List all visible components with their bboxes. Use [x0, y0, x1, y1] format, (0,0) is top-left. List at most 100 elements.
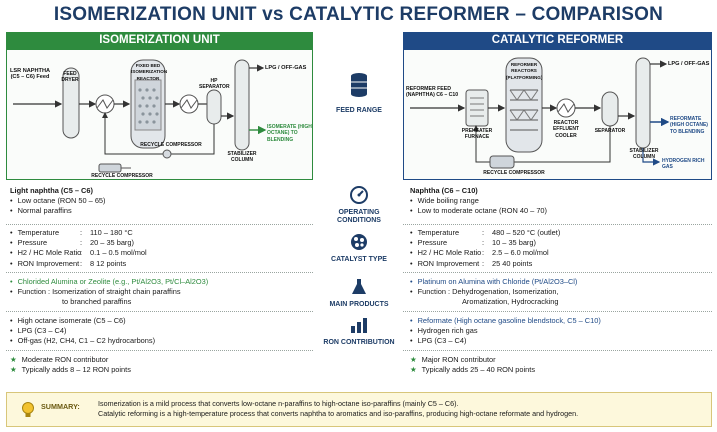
iso-catalyst-line: Chlorided Alumina or Zeolite (e.g., Pt/A… — [10, 277, 310, 287]
iso-cond-key: Pressure — [10, 238, 80, 248]
iso-recycle-loop — [102, 112, 215, 155]
iso-feed-section: Light naphtha (C5 – C6) Low octane (RON … — [10, 186, 310, 217]
ref-cond-key: H2 / HC Mole Ratio — [410, 248, 482, 258]
iso-product-item: Off-gas (H2, CH4, C1 – C2 hydrocarbons) — [10, 336, 310, 346]
ref-feed-head: Naphtha (C6 – C10) — [410, 186, 478, 195]
barrel-icon — [351, 73, 367, 97]
ron-contribution-label: RON CONTRIBUTION — [323, 339, 395, 346]
ref-cond-value: 2.5 – 6.0 mol/mol — [492, 248, 549, 258]
catalyst-icon — [351, 234, 367, 250]
iso-catalyst-section: Chlorided Alumina or Zeolite (e.g., Pt/A… — [10, 277, 310, 308]
ref-column-label: STABILIZER COLUMN — [629, 148, 659, 161]
summary-text: Isomerization is a mild process that con… — [98, 399, 578, 418]
ref-ron-item: Typically adds 25 – 40 RON points — [410, 365, 710, 375]
ref-cond-key: RON Improvement — [410, 259, 482, 269]
iso-cond-value: 110 – 180 °C — [90, 228, 133, 237]
ref-reactor-vessel — [505, 57, 543, 153]
iso-ron-item: Typically adds 8 – 12 RON points — [10, 365, 310, 375]
iso-hp-separator-vessel — [206, 89, 222, 125]
iso-recycle-label-upper: RECYCLE COMPRESSOR — [140, 142, 202, 148]
iso-panel-header: ISOMERIZATION UNIT — [6, 32, 313, 49]
ref-furnace-icon — [465, 89, 489, 127]
ref-stabilizer-column — [635, 57, 651, 149]
page-title: ISOMERIZATION UNIT vs CATALYTIC REFORMER… — [53, 4, 664, 25]
ref-flow-svg — [410, 57, 670, 169]
ref-cond-key: Temperature — [410, 228, 482, 238]
ref-product-label: REFORMATE (HIGH OCTANE) TO BLENDING — [670, 116, 708, 135]
ref-furnace-label: PREHEATER FURNACE — [461, 128, 493, 141]
ref-h2-label: HYDROGEN RICH GAS — [662, 158, 705, 171]
ref-cond-value: 10 – 35 barg) — [492, 238, 536, 248]
feed-range-category: FEED RANGE — [318, 72, 400, 115]
ref-recycle-loop — [473, 125, 611, 163]
iso-dryer-label: FEED DRYER — [61, 71, 79, 84]
summary-line: Isomerization is a mild process that con… — [98, 399, 459, 408]
iso-feed-bullet: Low octane (RON 50 – 65) — [10, 196, 310, 206]
iso-cond-value: 20 – 35 barg) — [90, 238, 134, 248]
iso-process-diagram: LSR NAPHTHA (C5 – C6) Feed FEED DRYER FI… — [6, 49, 313, 180]
iso-product-item: LPG (C3 – C4) — [10, 326, 310, 336]
ref-ron-item: Major RON contributor — [410, 355, 710, 365]
ref-separator-label: SEPARATOR — [594, 128, 626, 134]
ref-recycle-compressor-icon — [489, 155, 515, 169]
feed-range-label: FEED RANGE — [336, 107, 382, 114]
iso-product-label: ISOMERATE (HIGH OCTANE) TO BLENDING — [267, 124, 312, 143]
ref-feed-bullet: Wide boiling range — [410, 196, 710, 206]
iso-product-item: High octane isomerate (C5 – C6) — [10, 316, 310, 326]
main-products-category: MAIN PRODUCTS — [318, 278, 400, 309]
summary-box: SUMMARY: Isomerization is a mild process… — [6, 392, 712, 427]
iso-feed-bullet: Normal paraffins — [10, 206, 310, 216]
ref-catalyst-function: Function : Dehydrogenation, Isomerizatio… — [410, 287, 710, 297]
ref-cond-value: 25 40 points — [492, 258, 533, 268]
ref-gas-label: LPG / OFF-GAS — [668, 61, 710, 67]
iso-cond-key: Temperature — [10, 228, 80, 238]
ref-catalyst-function-cont: Aromatization, Hydrocracking — [462, 297, 559, 307]
iso-feed-head: Light naphtha (C5 – C6) — [10, 186, 93, 195]
iso-conditions-section: Temperature:110 – 180 °C Pressure:20 – 3… — [10, 228, 310, 269]
ref-feed-label: REFORMER FEED (NAPHTHA) C6 – C10 — [406, 86, 459, 99]
iso-cond-key: RON Improvement — [10, 259, 80, 269]
catalyst-type-category: CATALYST TYPE — [318, 233, 400, 264]
operating-conditions-label: OPERATING CONDITIONS — [337, 209, 381, 224]
gauge-icon — [350, 186, 368, 204]
ref-product-item: Hydrogen rich gas — [410, 326, 710, 336]
iso-separator-label: HP SEPARATOR — [199, 78, 230, 91]
ref-product-item: LPG (C3 – C4) — [410, 336, 710, 346]
ref-ron-section: Major RON contributor Typically adds 25 … — [410, 355, 710, 375]
operating-conditions-category: OPERATING CONDITIONS — [318, 186, 400, 225]
iso-flow-svg — [13, 59, 267, 173]
iso-catalyst-function-cont: to branched paraffins — [62, 297, 132, 307]
ref-panel-header: CATALYTIC REFORMER — [403, 32, 712, 49]
ref-cond-value: 480 – 520 °C (outlet) — [492, 228, 561, 237]
lightbulb-icon — [22, 402, 34, 417]
iso-stabilizer-column — [234, 59, 250, 151]
ref-reactor-label: REFORMER REACTORS (PLATFORMING) — [506, 62, 543, 80]
ref-cooler-label: REACTOR EFFLUENT COOLER — [552, 120, 580, 139]
main-products-label: MAIN PRODUCTS — [329, 301, 389, 308]
ref-conditions-section: Temperature:480 – 520 °C (outlet) Pressu… — [410, 228, 710, 269]
ron-chart-icon — [351, 318, 367, 333]
ref-process-diagram: REFORMER FEED (NAPHTHA) C6 – C10 PREHEAT… — [403, 49, 712, 180]
iso-cond-value: 0.1 – 0.5 mol/mol — [90, 248, 147, 258]
iso-ron-section: Moderate RON contributor Typically adds … — [10, 355, 310, 375]
summary-line: Catalytic reforming is a high-temperatur… — [98, 408, 579, 418]
iso-feed-label: LSR NAPHTHA (C5 – C6) Feed — [9, 68, 51, 81]
iso-column-label: STABILIZER COLUMN — [227, 151, 257, 164]
ref-product-item: Reformate (High octane gasoline blendsto… — [410, 316, 710, 326]
ref-products-section: Reformate (High octane gasoline blendsto… — [410, 316, 710, 347]
ref-catalyst-section: Platinum on Alumina with Chloride (Pt/Al… — [410, 277, 710, 308]
iso-cond-value: 8 12 points — [90, 258, 127, 268]
iso-dryer-vessel — [62, 67, 80, 139]
iso-recycle-label-lower: RECYCLE COMPRESSOR — [91, 173, 153, 179]
catalyst-type-label: CATALYST TYPE — [331, 256, 387, 263]
flask-icon — [352, 279, 366, 294]
ref-separator-vessel — [601, 91, 619, 127]
ref-catalyst-line: Platinum on Alumina with Chloride (Pt/Al… — [410, 277, 710, 287]
iso-products-section: High octane isomerate (C5 – C6) LPG (C3 … — [10, 316, 310, 347]
iso-recycle-compressor-icon — [98, 163, 122, 173]
summary-label: SUMMARY: — [41, 402, 80, 411]
ref-cond-key: Pressure — [410, 238, 482, 248]
ref-feed-section: Naphtha (C6 – C10) Wide boiling range Lo… — [410, 186, 710, 217]
iso-catalyst-function: Function : Isomerization of straight cha… — [10, 287, 310, 297]
iso-cond-key: H2 / HC Mole Ratio — [10, 248, 82, 258]
